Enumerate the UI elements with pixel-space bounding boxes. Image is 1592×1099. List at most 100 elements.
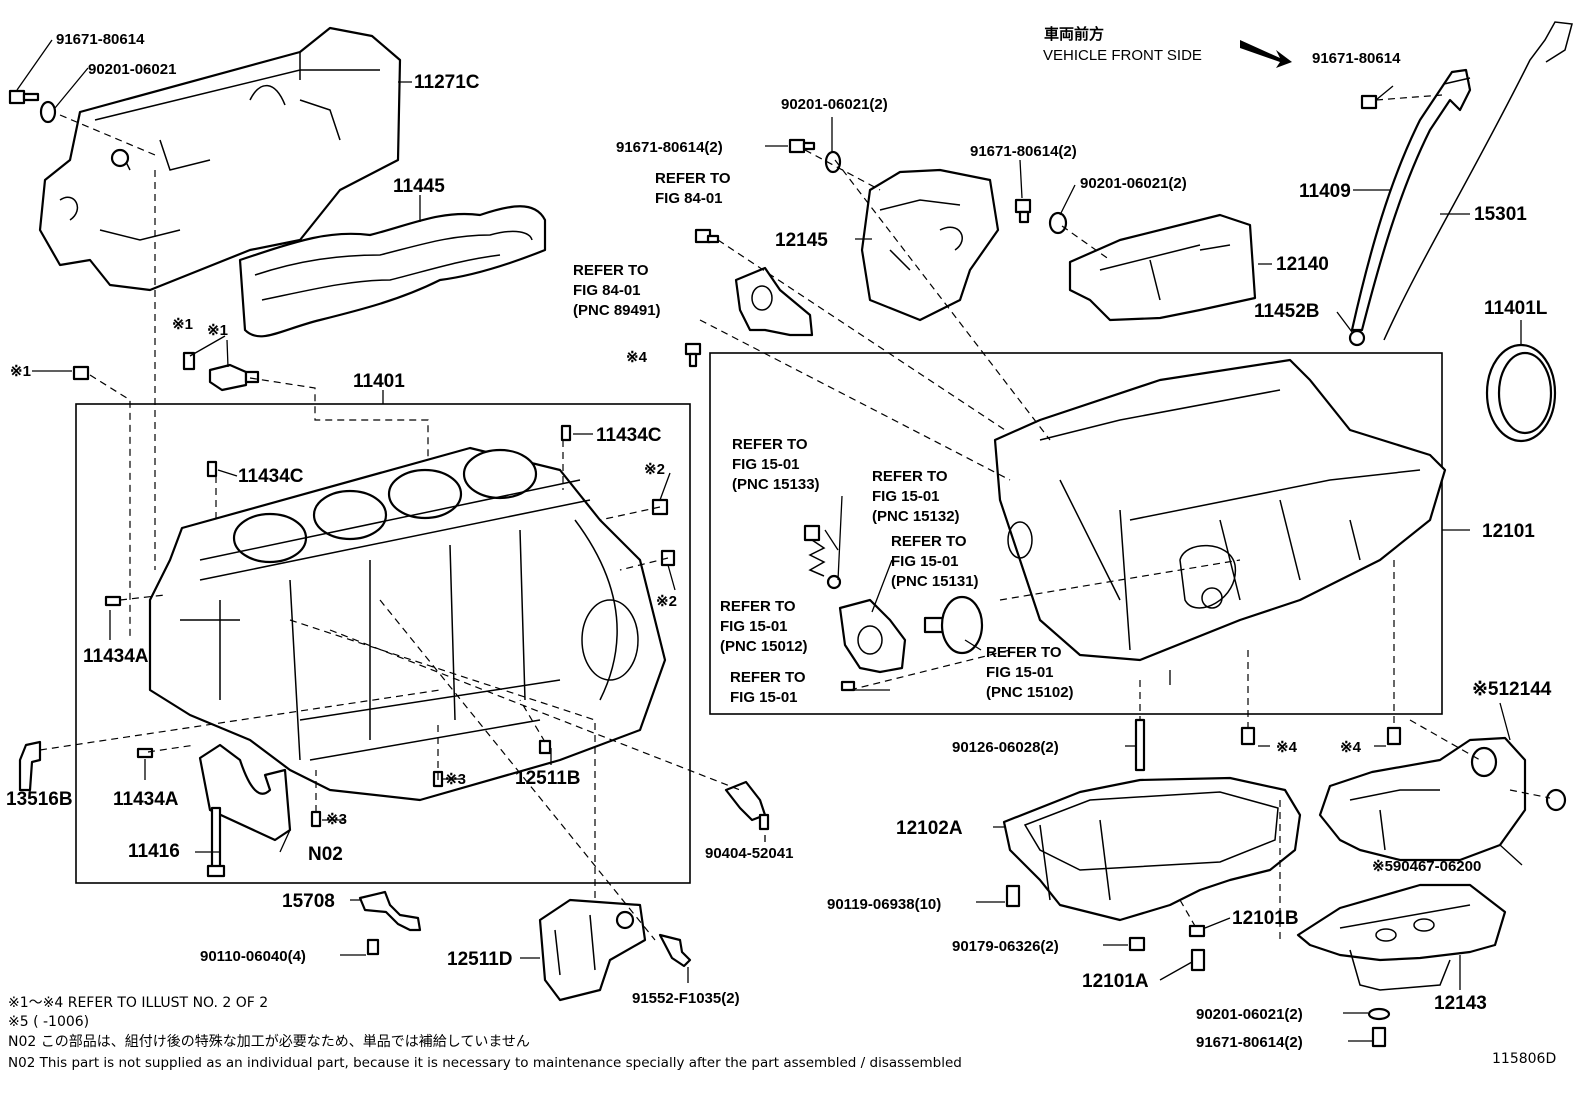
label-12101a[interactable]: 12101A (1082, 971, 1149, 992)
label-91552[interactable]: 91552-F1035(2) (632, 990, 740, 1007)
stud-90126-06028[interactable] (1134, 718, 1146, 772)
bracket-12140[interactable] (1068, 213, 1257, 322)
pin-11434a-b[interactable] (136, 747, 154, 759)
oil-pan-12102a[interactable] (1002, 776, 1302, 922)
oil-seal-11401l[interactable] (1485, 343, 1557, 443)
label-90467[interactable]: ※590467-06200 (1372, 858, 1481, 875)
drain-plug-12101a[interactable] (1190, 948, 1206, 972)
label-12511d[interactable]: 12511D (447, 949, 513, 970)
knock-sensor-assembly[interactable] (182, 351, 260, 392)
pin-mark3-b[interactable] (310, 810, 322, 828)
label-91671-far[interactable]: 91671-80614 (1312, 50, 1401, 67)
bracket-12511d[interactable] (538, 898, 647, 1002)
label-11416[interactable]: 11416 (128, 841, 180, 862)
label-90201-top[interactable]: 90201-06021(2) (781, 96, 888, 113)
relief-valve-spring[interactable] (803, 524, 842, 590)
label-12144[interactable]: ※512144 (1472, 679, 1552, 700)
label-11409[interactable]: 11409 (1299, 181, 1351, 202)
label-15708[interactable]: 15708 (282, 891, 335, 912)
pin-11434c-a[interactable] (206, 460, 218, 478)
oil-pressure-switch-89491[interactable] (734, 266, 814, 337)
label-90404[interactable]: 90404-52041 (705, 845, 793, 862)
plug-mark1-left[interactable] (72, 365, 90, 381)
label-90179[interactable]: 90179-06326(2) (952, 938, 1059, 955)
label-13516b[interactable]: 13516B (6, 789, 73, 810)
pipe-13516b[interactable] (18, 740, 42, 792)
label-refer-15012-1: REFER TO (720, 598, 796, 615)
label-11434a-a[interactable]: 11434A (83, 646, 149, 667)
label-refer-15133-3: (PNC 15133) (732, 476, 820, 493)
bolt-11416[interactable] (206, 806, 226, 878)
label-12101b[interactable]: 12101B (1232, 908, 1299, 929)
label-11452b[interactable]: 11452B (1254, 301, 1320, 322)
label-11271c[interactable]: 11271C (414, 72, 480, 93)
label-12140[interactable]: 12140 (1276, 254, 1329, 275)
washer-90201-06021-right[interactable] (1048, 211, 1068, 235)
label-12145[interactable]: 12145 (775, 230, 828, 251)
oil-pump-body[interactable] (838, 598, 907, 674)
timing-cover-11271c[interactable] (38, 26, 402, 292)
oil-pump-cover-12144[interactable] (1318, 736, 1527, 862)
label-90201-right[interactable]: 90201-06021(2) (1080, 175, 1187, 192)
stiffening-crankcase-12101[interactable] (993, 358, 1447, 662)
label-90201-tl[interactable]: 90201-06021 (88, 61, 176, 78)
bolt-mark4-pan-right[interactable] (1386, 726, 1402, 746)
label-refer-84-b-1: REFER TO (573, 262, 649, 279)
washer-90201-06021-bottom[interactable] (1367, 1007, 1391, 1021)
pin-12511b[interactable] (538, 739, 552, 755)
oil-pump-rotor[interactable] (923, 595, 984, 655)
label-12143[interactable]: 12143 (1434, 993, 1487, 1014)
gasket-11445[interactable] (238, 205, 547, 338)
bracket-15708[interactable] (358, 890, 422, 932)
bracket-12145[interactable] (860, 168, 1000, 322)
figure-id: 115806D (1492, 1051, 1556, 1067)
label-91671-br[interactable]: 91671-80614(2) (1196, 1034, 1303, 1051)
label-11401l[interactable]: 11401L (1484, 298, 1548, 319)
gasket-12101b[interactable] (1188, 924, 1206, 938)
label-refer-15102-1: REFER TO (986, 644, 1062, 661)
pin-11434c-b[interactable] (560, 424, 572, 442)
label-15301[interactable]: 15301 (1474, 204, 1527, 225)
baffle-plate-12143[interactable] (1296, 883, 1507, 991)
washer-90201-06021-top-mid[interactable] (824, 150, 842, 174)
bolt-91671-80614-bottom[interactable] (1371, 1026, 1387, 1048)
label-90201-br[interactable]: 90201-06021(2) (1196, 1006, 1303, 1023)
o-ring-11452b[interactable] (1348, 329, 1366, 347)
label-11434c-b[interactable]: 11434C (596, 425, 662, 446)
label-12511b[interactable]: 12511B (515, 768, 581, 789)
oil-pump-bolt[interactable] (840, 680, 856, 692)
label-91671-top[interactable]: 91671-80614(2) (616, 139, 723, 156)
cylinder-block-11401[interactable] (148, 446, 667, 802)
dipstick-guide-11409[interactable] (1350, 68, 1472, 332)
label-90119[interactable]: 90119-06938(10) (827, 896, 941, 913)
bolt-91552-f1035[interactable] (658, 933, 692, 968)
label-11445[interactable]: 11445 (393, 176, 445, 197)
bolt-91671-80614-top-left[interactable] (8, 89, 40, 105)
washer-90201-06021-top-left[interactable] (39, 100, 57, 124)
label-11434c-a[interactable]: 11434C (238, 466, 304, 487)
label-90126[interactable]: 90126-06028(2) (952, 739, 1059, 756)
bolt-90119-06938[interactable] (1005, 884, 1021, 908)
bolt-mark4-pan-left[interactable] (1240, 726, 1256, 746)
label-mark1-a: ※1 (172, 316, 193, 333)
plug-90179-06326[interactable] (1128, 936, 1146, 952)
label-refer-84-b-3: (PNC 89491) (573, 302, 661, 319)
bolt-91671-80614-dipstick[interactable] (1360, 94, 1378, 110)
label-12101[interactable]: 12101 (1482, 521, 1535, 542)
bolt-fig84-a[interactable] (694, 228, 720, 244)
dipstick-15301[interactable] (1383, 21, 1573, 341)
sensor-90404-52041[interactable] (724, 780, 770, 831)
bolt-90467-06200[interactable] (1545, 788, 1567, 812)
bolt-mark4-top[interactable] (684, 342, 702, 368)
label-90110[interactable]: 90110-06040(4) (200, 948, 306, 965)
bolt-91671-80614-right[interactable] (1014, 198, 1032, 224)
label-11434a-b[interactable]: 11434A (113, 789, 179, 810)
bolt-90110-06040[interactable] (366, 938, 380, 956)
label-91671-right[interactable]: 91671-80614(2) (970, 143, 1077, 160)
label-refer-15012-3: (PNC 15012) (720, 638, 808, 655)
label-91671-tl[interactable]: 91671-80614 (56, 31, 145, 48)
bolt-91671-80614-top-mid[interactable] (788, 138, 816, 154)
label-11401[interactable]: 11401 (353, 371, 405, 392)
label-12102a[interactable]: 12102A (896, 818, 963, 839)
pin-11434a-a[interactable] (104, 595, 122, 607)
